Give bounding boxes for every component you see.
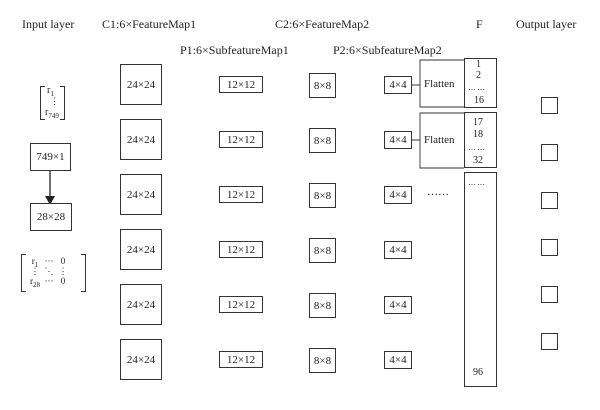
p2-map: 4×4	[384, 296, 412, 314]
vector-vdots: ⋮	[50, 96, 59, 106]
c2-header: C2:6×FeatureMap2	[275, 17, 370, 31]
reshape-arrow	[45, 171, 55, 205]
p1-map: 12×12	[219, 76, 263, 93]
c1-map: 24×24	[120, 284, 162, 325]
output-neuron	[541, 144, 558, 161]
p1-map: 12×12	[219, 186, 263, 203]
matrix-hdots-1: ···	[44, 256, 54, 266]
flatten-label: Flatten	[424, 78, 455, 90]
c2-map: 8×8	[309, 128, 336, 153]
p1-map: 12×12	[219, 131, 263, 148]
output-layer-header: Output layer	[516, 17, 577, 31]
p2-map: 4×4	[384, 241, 412, 259]
f-dots: ……	[468, 143, 486, 152]
f-dots: ……	[468, 178, 486, 187]
f-dots: ……	[468, 83, 486, 92]
matrix-r28: r28	[30, 276, 40, 289]
p2-map: 4×4	[384, 186, 412, 204]
f-value: 18	[473, 129, 483, 140]
c2-map: 8×8	[309, 238, 336, 263]
c1-map: 24×24	[120, 339, 162, 380]
output-neuron	[541, 192, 558, 209]
output-neuron	[541, 333, 558, 350]
f-value: 32	[473, 155, 483, 166]
c1-map: 24×24	[120, 229, 162, 270]
c2-map: 8×8	[309, 348, 336, 373]
matrix-hdots-2: ···	[44, 276, 54, 286]
p1-map: 12×12	[219, 296, 263, 313]
f-segment-2	[464, 112, 497, 168]
output-neuron	[541, 239, 558, 256]
c1-map: 24×24	[120, 119, 162, 160]
c1-map: 24×24	[120, 64, 162, 105]
output-neuron	[541, 286, 558, 303]
matrix-r1: r1	[31, 256, 39, 269]
matrix-vdots-1: ⋮	[30, 266, 40, 276]
f-value: 16	[474, 95, 484, 106]
matrix-left-bracket	[21, 254, 26, 292]
c2-map: 8×8	[309, 73, 336, 98]
vector-left-bracket	[40, 86, 45, 120]
matrix-zero-1: 0	[60, 256, 66, 266]
matrix-grid: r1 ··· 0 ⋮ ⋱ ⋮ r28 ··· 0	[28, 256, 70, 289]
flatten-line	[412, 139, 464, 169]
matrix-vdots-2: ⋮	[58, 266, 68, 276]
c1-header: C1:6×FeatureMap1	[102, 17, 197, 31]
c2-map: 8×8	[309, 293, 336, 318]
p2-header: P2:6×SubfeatureMap2	[333, 43, 442, 57]
f-value: 96	[473, 367, 483, 378]
flatten-label: Flatten	[424, 134, 455, 146]
input-749x1-box: 749×1	[30, 143, 71, 171]
output-neuron	[541, 97, 558, 114]
input-layer-header: Input layer	[22, 17, 75, 31]
ellipsis: ……	[427, 186, 449, 198]
matrix-zero-2: 0	[60, 276, 66, 286]
p1-header: P1:6×SubfeatureMap1	[180, 43, 289, 57]
c1-map: 24×24	[120, 174, 162, 215]
p2-map: 4×4	[384, 351, 412, 369]
p2-map: 4×4	[384, 76, 412, 94]
vector-last: r749	[45, 107, 59, 120]
f-value: 17	[473, 117, 483, 128]
matrix-ddots: ⋱	[44, 266, 54, 276]
flatten-line	[412, 84, 464, 108]
matrix-right-bracket	[81, 254, 86, 292]
vector-right-bracket	[60, 86, 65, 120]
p1-map: 12×12	[219, 351, 263, 368]
vector-first: r1	[47, 85, 54, 98]
f-header: F	[476, 17, 483, 31]
input-28x28-box: 28×28	[30, 203, 72, 231]
f-segment-1	[464, 58, 497, 108]
p2-map: 4×4	[384, 131, 412, 149]
f-value: 2	[476, 70, 481, 81]
c2-map: 8×8	[309, 183, 336, 208]
f-segment-3	[464, 172, 497, 387]
f-value: 1	[476, 59, 481, 70]
p1-map: 12×12	[219, 241, 263, 258]
